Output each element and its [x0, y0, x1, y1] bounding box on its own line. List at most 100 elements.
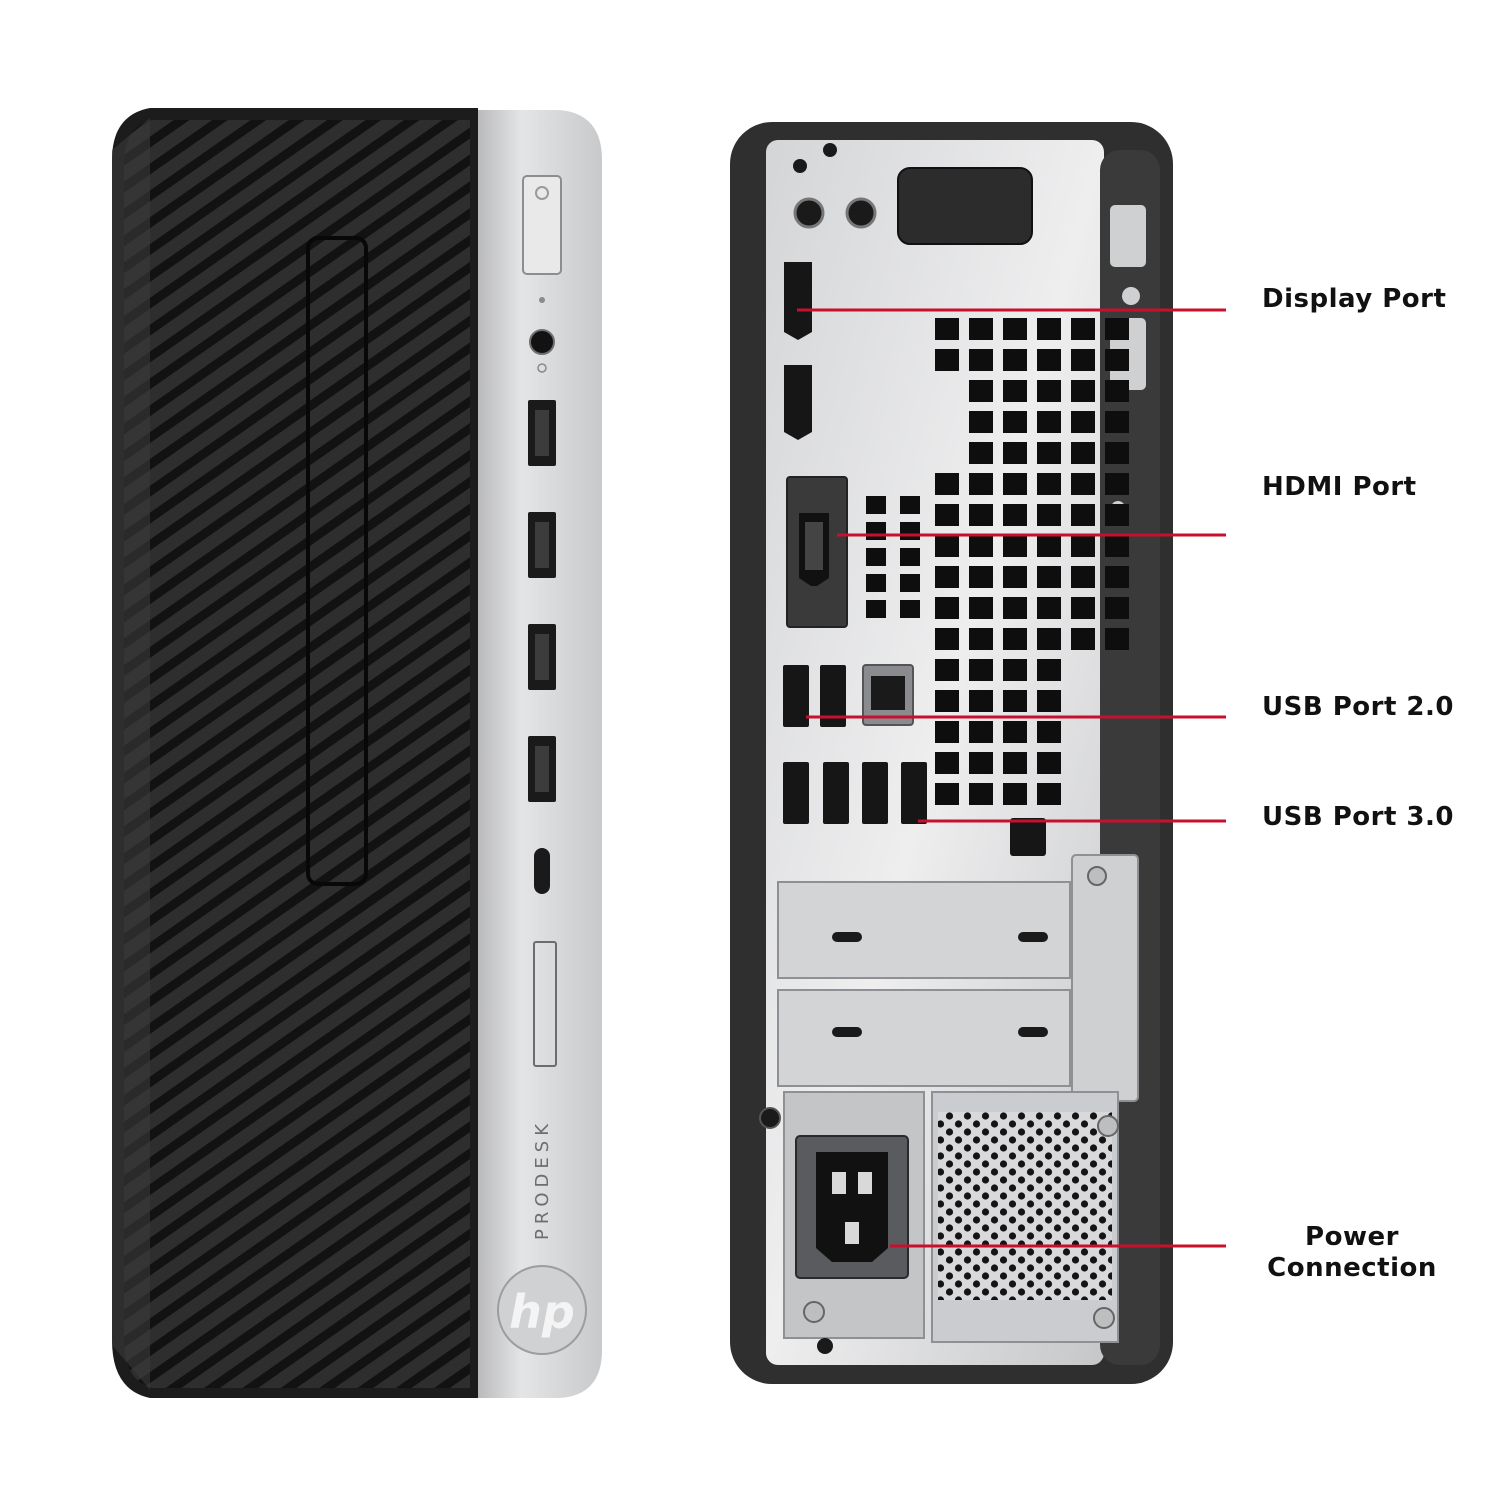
vent-hole	[1105, 380, 1129, 402]
vent-hole	[935, 783, 959, 805]
card-reader-slot	[533, 941, 557, 1067]
front-usb-c-port	[534, 848, 550, 894]
callout-label-hdmi-port: HDMI Port	[1262, 472, 1417, 502]
vent-hole	[1071, 597, 1095, 619]
front-grille	[124, 120, 470, 1388]
vent-hole	[900, 548, 920, 566]
vent-hole	[969, 597, 993, 619]
vent-hole	[1037, 628, 1061, 650]
vent-hole	[1037, 442, 1061, 464]
model-name-text: PRODESK	[532, 1119, 553, 1240]
vent-hole	[1071, 535, 1095, 557]
vent-hole	[866, 574, 886, 592]
vent-hole	[1105, 566, 1129, 588]
rear-usb-port	[783, 665, 809, 727]
vent-hole	[1105, 411, 1129, 433]
pc-front: PRODESK hp	[112, 108, 602, 1398]
rear-usb-port	[820, 665, 846, 727]
audio-jack	[845, 197, 877, 229]
rear-usb3-ports	[783, 762, 927, 824]
audio-jack	[793, 197, 825, 229]
expansion-slot-cover	[777, 989, 1071, 1087]
vent-hole	[935, 504, 959, 526]
vent-hole	[1003, 752, 1027, 774]
vent-hole	[1071, 349, 1095, 371]
callout-label-display-port: Display Port	[1262, 284, 1447, 314]
vent-hole	[1003, 349, 1027, 371]
vent-hole	[1037, 690, 1061, 712]
vent-hole	[969, 752, 993, 774]
power-socket	[816, 1152, 888, 1262]
vent-hole	[1037, 597, 1061, 619]
vent-hole	[969, 659, 993, 681]
vent-hole	[900, 522, 920, 540]
vent-hole	[1037, 473, 1061, 495]
drive-bay-outline	[306, 236, 368, 886]
vent-hole	[1071, 628, 1095, 650]
vent-hole	[969, 535, 993, 557]
vent-hole	[1003, 318, 1027, 340]
vent-hole	[866, 548, 886, 566]
vent-hole	[1071, 380, 1095, 402]
vent-hole	[1105, 349, 1129, 371]
vent-hole	[935, 597, 959, 619]
vent-hole	[1105, 628, 1129, 650]
vent-hole	[1037, 721, 1061, 743]
vent-hole	[900, 600, 920, 618]
vent-hole	[935, 349, 959, 371]
vent-hole	[1071, 411, 1095, 433]
power-button[interactable]	[522, 175, 562, 275]
vent-hole	[1071, 566, 1095, 588]
vent-hole	[1003, 659, 1027, 681]
vent-hole	[969, 473, 993, 495]
vent-hole	[935, 318, 959, 340]
display-port-connector	[784, 262, 812, 340]
vent-hole	[866, 600, 886, 618]
vent-hole	[900, 574, 920, 592]
callout-lines	[797, 308, 1226, 1248]
drive-activity-led-icon	[539, 297, 545, 303]
vent-hole	[969, 411, 993, 433]
expansion-slot-covers	[777, 881, 1071, 1087]
vent-hole	[1071, 442, 1095, 464]
vent-hole	[1105, 535, 1129, 557]
vent-hole	[935, 628, 959, 650]
callout-label-usb-2: USB Port 2.0	[1262, 692, 1454, 722]
vent-hole	[1105, 318, 1129, 340]
headphone-jack	[529, 329, 555, 355]
vent-hole	[1003, 721, 1027, 743]
vent-hole	[935, 690, 959, 712]
vent-hole	[900, 496, 920, 514]
callout-label-usb-3: USB Port 3.0	[1262, 802, 1454, 832]
vent-hole	[1003, 783, 1027, 805]
power-icon	[535, 186, 549, 200]
vent-hole	[1037, 380, 1061, 402]
expansion-slot-cover	[777, 881, 1071, 979]
vent-hole	[935, 535, 959, 557]
vent-hole	[935, 566, 959, 588]
vent-hole	[935, 752, 959, 774]
pc-back	[730, 122, 1173, 1384]
vent-hole	[1037, 659, 1061, 681]
vent-hole	[1003, 504, 1027, 526]
vent-hole	[969, 690, 993, 712]
rear-usb2-ports	[783, 665, 846, 727]
rear-cable-clip	[897, 167, 1033, 245]
vent-hole	[969, 504, 993, 526]
vent-hole	[1071, 473, 1095, 495]
psu-fan-grille	[938, 1112, 1112, 1300]
rear-usb-port	[783, 762, 809, 824]
rear-usb-port	[901, 762, 927, 824]
vent-hole	[935, 473, 959, 495]
vent-hole	[1105, 504, 1129, 526]
rear-usb-port	[823, 762, 849, 824]
vent-hole	[969, 628, 993, 650]
vent-hole	[1003, 566, 1027, 588]
vent-hole	[1105, 597, 1129, 619]
vent-hole	[1071, 504, 1095, 526]
vent-hole	[1105, 442, 1129, 464]
vent-hole	[969, 566, 993, 588]
hp-logo-text: hp	[509, 1285, 575, 1339]
